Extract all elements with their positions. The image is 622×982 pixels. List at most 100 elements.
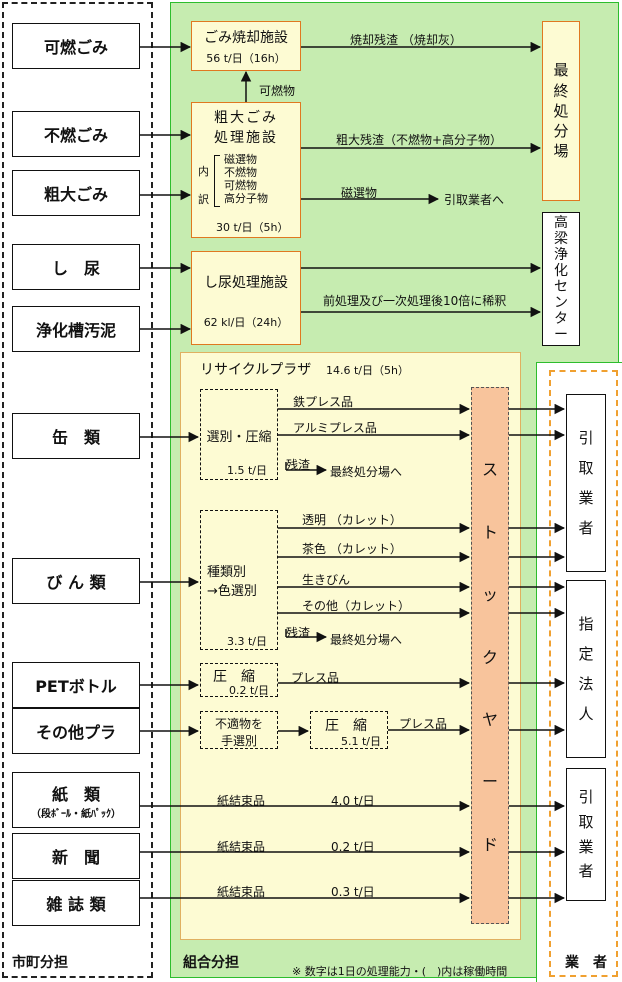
landfill-char: 最 — [553, 61, 569, 80]
center-char: セ — [554, 279, 568, 295]
landfill-char: 場 — [553, 142, 569, 161]
landfill-char: 分 — [553, 122, 569, 141]
pet-process-box: 圧 縮 0.2 t/日 — [200, 663, 278, 697]
source-combustible: 可燃ごみ — [12, 23, 140, 69]
source-label: 紙 類 — [51, 784, 100, 804]
stockyard-char: ク — [481, 647, 498, 667]
center-char: 浄 — [554, 246, 568, 263]
flow-label-dilution: 前処理及び一次処理後10倍に稀釈 — [323, 294, 507, 308]
flow-label-to-vendor: 引取業者へ — [444, 193, 505, 207]
landfill-char: 処 — [553, 101, 569, 120]
plastic-capacity: 5.1 t/日 — [341, 735, 382, 748]
plastic-sort-label: 不適物を — [214, 717, 263, 731]
source-pet: PETボトル — [12, 662, 140, 708]
final-landfill: 最 終 処 分 場 — [542, 21, 580, 201]
bottles-capacity: 3.3 t/日 — [227, 635, 268, 648]
cans-process-box: 選別・圧縮 1.5 t/日 — [200, 389, 278, 480]
source-magazines: 雑 誌 類 — [12, 880, 140, 926]
night-soil-facility: し尿処理施設 62 kl/日（24h） — [191, 251, 301, 345]
facility-capacity: 62 kl/日（24h） — [203, 316, 289, 329]
center-char: 高 — [554, 214, 568, 231]
paper-output: 紙結束品 — [217, 794, 266, 808]
source-bottles: び ん 類 — [12, 558, 140, 604]
source-plastic: その他プラ — [12, 708, 140, 754]
magazines-amount: 0.3 t/日 — [331, 885, 375, 899]
bottles-output-clear: 透明 （カレット） — [302, 513, 402, 527]
cans-output-aluminum: アルミプレス品 — [293, 421, 377, 435]
facility-capacity: 30 t/日（5h） — [216, 221, 289, 234]
flow-label-ash: 焼却残渣 （焼却灰） — [350, 33, 462, 47]
plastic-process-label: 圧 縮 — [325, 718, 367, 734]
breakdown-label: 内 — [198, 165, 209, 178]
facility-capacity: 56 t/日（16h） — [206, 52, 286, 65]
landfill-char: 終 — [553, 81, 569, 100]
source-septic-sludge: 浄化槽汚泥 — [12, 306, 140, 352]
stockyard-char: ド — [481, 834, 498, 854]
cans-capacity: 1.5 t/日 — [227, 464, 268, 477]
plastic-sort-label: 手選別 — [220, 734, 257, 748]
plastic-hand-sort-box: 不適物を 手選別 — [200, 711, 278, 749]
stockyard-char: ッ — [481, 585, 498, 605]
plastic-compress-box: 圧 縮 5.1 t/日 — [310, 711, 388, 749]
center-char: 梁 — [554, 230, 568, 247]
flow-label-magnetic: 磁選物 — [341, 186, 378, 200]
source-label: その他プラ — [35, 723, 116, 742]
source-label: 可燃ごみ — [43, 38, 108, 57]
newspaper-output: 紙結束品 — [217, 840, 266, 854]
breakdown-item: 磁選物 — [224, 153, 257, 166]
source-noncombustible: 不燃ごみ — [12, 111, 140, 157]
bulky-waste-facility: 粗大ごみ 処理施設 内 訳 磁選物 不燃物 可燃物 高分子物 30 t/日（5h… — [191, 102, 301, 238]
pet-process-label: 圧 縮 — [213, 669, 255, 685]
city-zone — [2, 2, 153, 978]
bottles-to-landfill: 最終処分場へ — [330, 633, 403, 647]
designated-corporation: 指 定 法 人 — [566, 580, 606, 758]
vendor-char: 定 — [578, 645, 594, 663]
bottles-process-label: →色選別 — [207, 584, 257, 599]
recycle-plaza-box — [180, 352, 521, 940]
stockyard-char: ス — [481, 460, 498, 480]
bottles-output-other: その他（カレット） — [302, 599, 411, 613]
vendor-char: 取 — [578, 459, 594, 477]
vendor-char: 業 — [578, 489, 594, 507]
vendor-char: 者 — [578, 862, 594, 881]
facility-name: し尿処理施設 — [204, 275, 288, 291]
vendor-char: 法 — [578, 675, 594, 693]
breakdown-label: 訳 — [198, 193, 209, 206]
breakdown-item: 不燃物 — [224, 166, 257, 179]
paper-amount: 4.0 t/日 — [331, 794, 375, 808]
flow-label-bulky-residue: 粗大残渣（不燃物+高分子物） — [336, 133, 503, 147]
plastic-output: プレス品 — [399, 717, 448, 731]
vendor-char: 者 — [578, 519, 594, 537]
takahashi-purification-center: 高 梁 浄 化 セ ン タ ー — [542, 212, 580, 346]
pet-capacity: 0.2 t/日 — [229, 684, 270, 697]
recycle-plaza-capacity: 14.6 t/日（5h） — [326, 364, 409, 377]
breakdown-item: 高分子物 — [224, 192, 268, 205]
center-char: 化 — [554, 262, 568, 279]
source-label: 浄化槽汚泥 — [35, 321, 116, 340]
center-char: ー — [554, 327, 568, 344]
source-label: 雑 誌 類 — [46, 895, 106, 914]
source-night-soil: し 尿 — [12, 244, 140, 290]
source-cans: 缶 類 — [12, 413, 140, 459]
zone-label-vendor: 業 者 — [565, 955, 607, 971]
source-bulky: 粗大ごみ — [12, 170, 140, 216]
footnote: ※ 数字は1日の処理能力・( )内は稼働時間 — [292, 965, 508, 978]
zone-label-union: 組合分担 — [183, 955, 239, 971]
recycle-plaza-title: リサイクルプラザ — [200, 362, 312, 378]
vendor-char: 引 — [578, 788, 594, 806]
facility-name: 粗大ごみ — [214, 110, 278, 126]
cans-output-iron: 鉄プレス品 — [293, 395, 354, 409]
vendor-char: 人 — [578, 705, 594, 723]
flow-label-combustible: 可燃物 — [259, 84, 296, 98]
cans-process-label: 選別・圧縮 — [206, 430, 272, 445]
vendor-char: 業 — [578, 837, 594, 856]
pickup-vendor-2: 引 取 業 者 — [566, 768, 606, 901]
facility-name: ごみ焼却施設 — [204, 30, 288, 46]
stockyard-char: ー — [481, 772, 498, 792]
cans-residue-label: 残渣 — [286, 458, 311, 472]
incinerator-facility: ごみ焼却施設 56 t/日（16h） — [191, 21, 301, 71]
bottles-output-returnable: 生きびん — [302, 573, 351, 587]
source-label: び ん 類 — [46, 573, 106, 592]
pickup-vendor-1: 引 取 業 者 — [566, 394, 606, 572]
